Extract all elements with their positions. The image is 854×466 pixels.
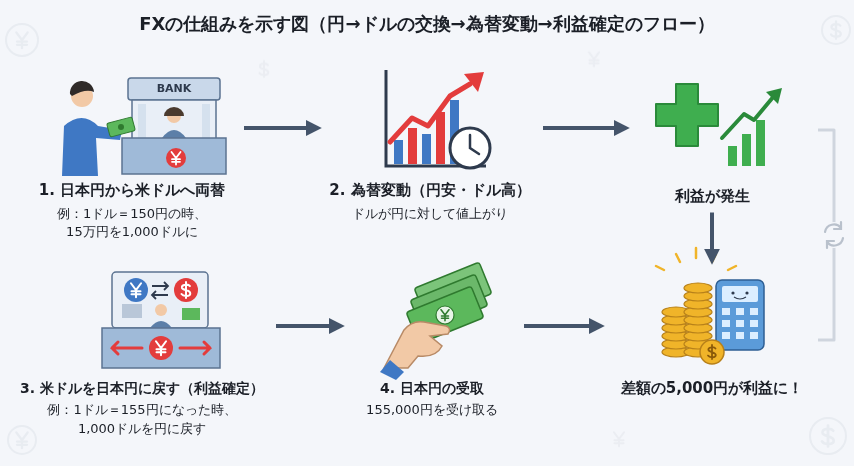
icon-room bbox=[346, 262, 518, 378]
step-node: 4. 日本円の受取 155,000円を受け取る bbox=[346, 262, 518, 420]
sign-label: BANK bbox=[148, 82, 200, 95]
step-heading: 利益が発生 bbox=[675, 187, 750, 207]
diagram-title: FXの仕組みを示す図（円→ドルの交換→為替変動→利益確定のフロー） bbox=[0, 12, 854, 36]
step-heading: 差額の5,000円が利益に！ bbox=[621, 379, 803, 399]
icon-room bbox=[14, 262, 270, 378]
icon-room bbox=[323, 62, 537, 180]
step-note: ドルが円に対して値上がり bbox=[323, 205, 537, 224]
step-heading: 4. 日本円の受取 bbox=[380, 379, 484, 397]
exchange-counter-icon bbox=[102, 272, 220, 368]
step-note: 例：1ドル＝155円になった時、 1,000ドルを円に戻す bbox=[14, 401, 270, 439]
flow-arrow bbox=[244, 126, 317, 130]
step-node: 差額の5,000円が利益に！ bbox=[606, 262, 818, 399]
step-node: 1. 日本円から米ドルへ両替例：1ドル＝150円の時、 15万円を1,000ドル… bbox=[26, 62, 238, 242]
flow-arrow bbox=[524, 324, 600, 328]
icon-room bbox=[606, 262, 818, 378]
background-watermarks bbox=[6, 16, 850, 454]
step-heading: 2. 為替変動（円安・ドル高） bbox=[329, 181, 530, 201]
step-node: 利益が発生 bbox=[631, 62, 793, 207]
coins-calculator-icon bbox=[656, 248, 764, 364]
profit-icon bbox=[656, 84, 782, 166]
step-heading: 3. 米ドルを日本円に戻す（利益確定） bbox=[20, 379, 264, 397]
step-note: 155,000円を受け取る bbox=[346, 401, 518, 420]
step-note: 例：1ドル＝150円の時、 15万円を1,000ドルに bbox=[26, 205, 238, 243]
icon-room bbox=[26, 62, 238, 180]
step-node: 3. 米ドルを日本円に戻す（利益確定） 例：1ドル＝155円になった時、 1,00… bbox=[14, 262, 270, 439]
cycle-bracket bbox=[818, 130, 847, 340]
icon-room bbox=[631, 62, 793, 186]
flow-arrow bbox=[543, 126, 625, 130]
flow-arrow bbox=[710, 213, 714, 261]
flow-arrow bbox=[276, 324, 340, 328]
bank-icon bbox=[62, 78, 226, 176]
rising-chart-icon bbox=[386, 70, 490, 168]
step-node: 2. 為替変動（円安・ドル高） ドルが円に対して値上がり bbox=[323, 62, 537, 223]
step-heading: 1. 日本円から米ドルへ両替 bbox=[39, 181, 225, 201]
cash-hand-icon bbox=[380, 262, 492, 380]
